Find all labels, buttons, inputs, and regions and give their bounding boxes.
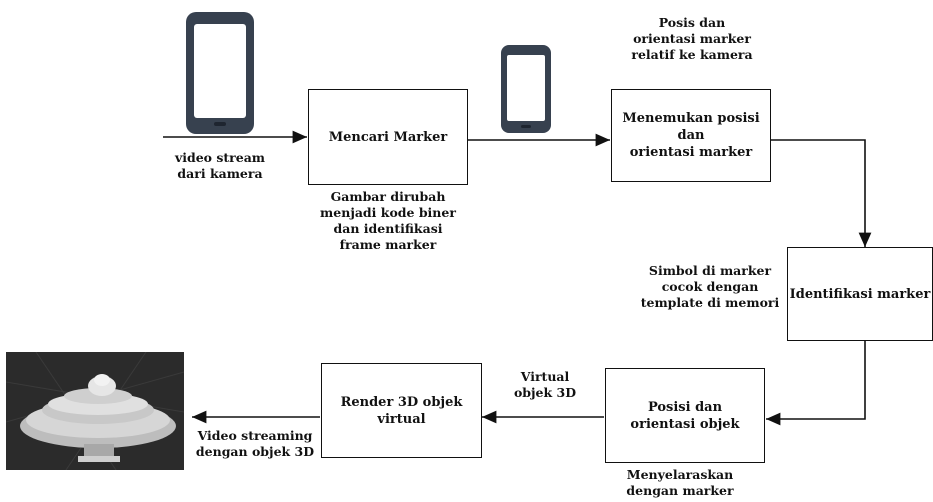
- box-posisi-orientasi-objek-label: Posisi dan orientasi objek: [630, 399, 740, 432]
- box-render-3d: Render 3D objek virtual: [321, 363, 482, 458]
- smartphone-icon: [184, 10, 256, 140]
- box-menemukan-posisi-label: Menemukan posisi dan orientasi marker: [622, 111, 760, 160]
- label-gambar-dirubah: Gambar dirubah menjadi kode biner dan id…: [320, 189, 456, 252]
- arrow-menemukan-to-identifikasi: [770, 139, 872, 247]
- smartphone-icon: [500, 44, 552, 138]
- label-video-streaming: Video streaming dengan objek 3D: [195, 428, 315, 459]
- box-menemukan-posisi: Menemukan posisi dan orientasi marker: [611, 89, 771, 182]
- box-mencari-marker-label: Mencari Marker: [328, 129, 448, 145]
- box-render-3d-label: Render 3D objek virtual: [340, 394, 463, 427]
- box-identifikasi-marker-label: Identifikasi marker: [789, 286, 931, 302]
- label-video-stream: video stream dari kamera: [174, 150, 266, 181]
- rendered-3d-object-image: [6, 352, 184, 470]
- label-menyelaraskan: Menyelaraskan dengan marker: [626, 467, 734, 498]
- label-simbol-marker: Simbol di marker cocok dengan template d…: [640, 263, 780, 310]
- box-posisi-orientasi-objek: Posisi dan orientasi objek: [605, 368, 765, 463]
- arrow-identifikasi-to-posisi: [766, 340, 866, 426]
- box-mencari-marker: Mencari Marker: [308, 89, 468, 185]
- label-posisi-marker: Posis dan orientasi marker relatif ke ka…: [631, 15, 753, 62]
- label-virtual-objek: Virtual objek 3D: [513, 369, 577, 400]
- box-identifikasi-marker: Identifikasi marker: [787, 247, 933, 341]
